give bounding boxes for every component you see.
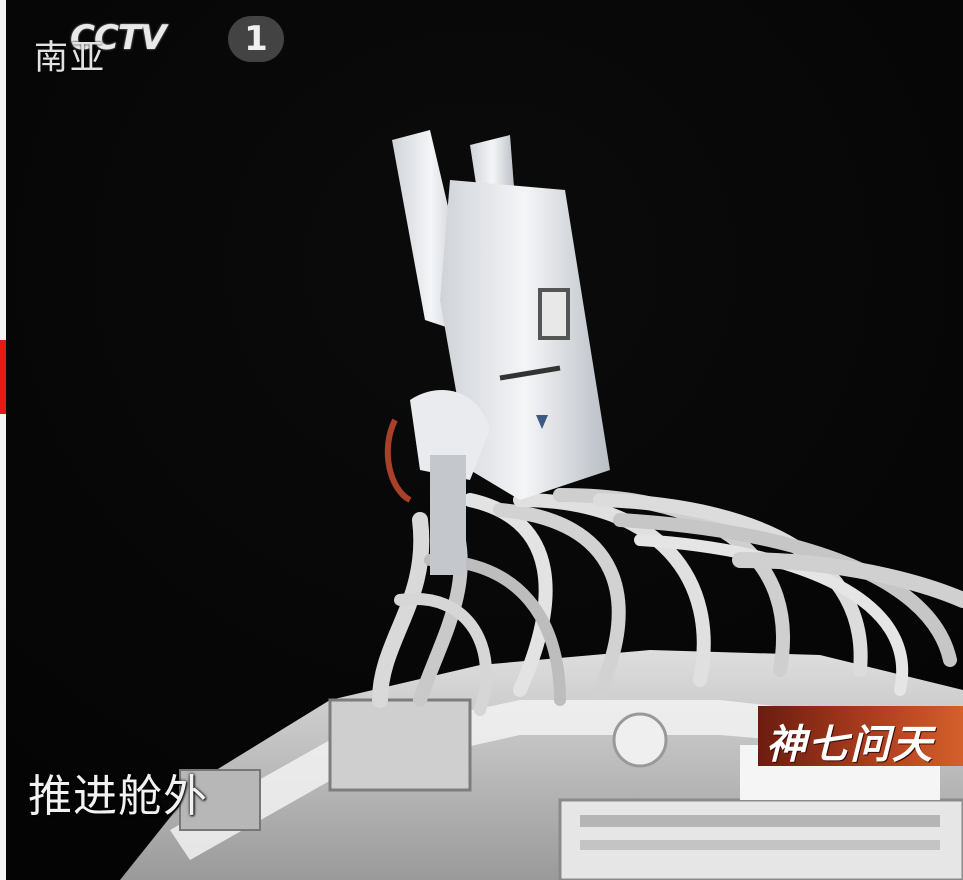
program-banner-text: 神七问天 bbox=[766, 722, 934, 766]
caption-text: 推进舱外 bbox=[28, 771, 208, 822]
channel-number: 1 bbox=[228, 16, 284, 62]
left-edge-strip bbox=[0, 0, 6, 880]
spacecraft-hull bbox=[120, 650, 963, 880]
astronaut bbox=[384, 130, 610, 575]
program-banner: 神七问天 bbox=[758, 706, 963, 766]
channel-subtitle: 南亚 bbox=[34, 38, 106, 78]
hose-bundle bbox=[372, 488, 963, 716]
channel-logo-text: CCTV bbox=[70, 18, 166, 58]
left-edge-red-mark bbox=[0, 340, 6, 414]
channel-logo: CCTV 1 bbox=[32, 8, 284, 62]
